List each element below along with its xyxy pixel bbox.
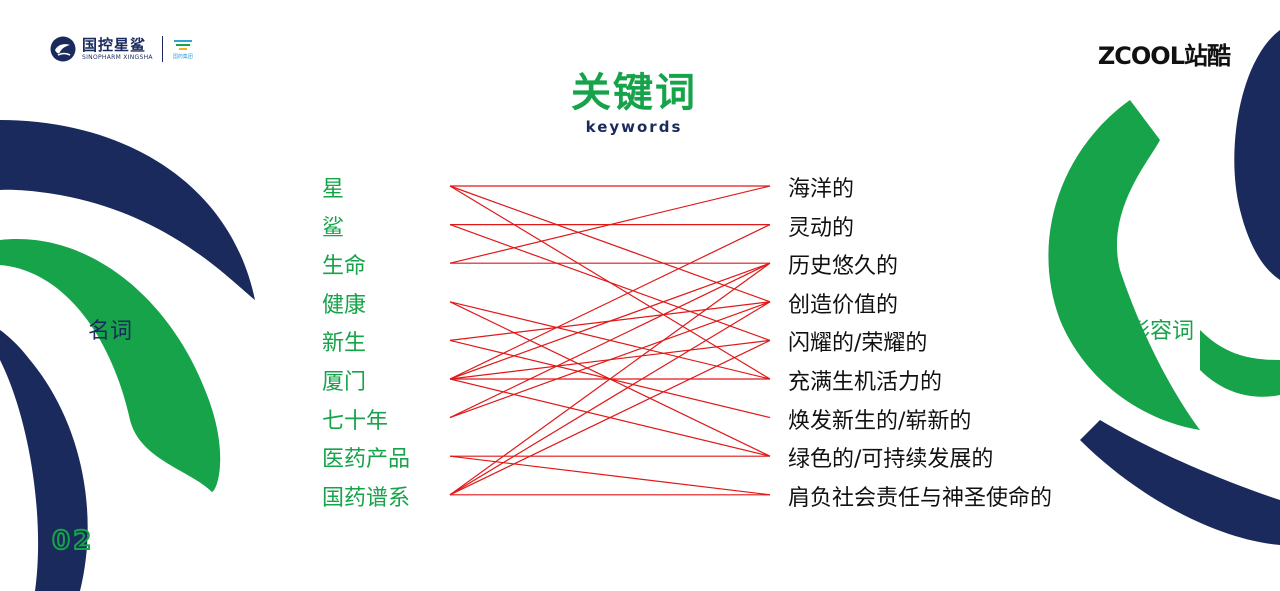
connection-line [449, 185, 771, 303]
connection-line [449, 301, 771, 419]
adjectives-label: 形容词 [1128, 319, 1195, 344]
connection-line [449, 262, 771, 419]
adjective-item: 充满生机活力的 [788, 370, 943, 395]
navy-ribbon-right-top [1234, 30, 1280, 280]
page-title: 关键词 [571, 70, 697, 116]
brand-name: 国控星鲨 [82, 35, 147, 54]
navy-ribbon-right-bottom [1080, 420, 1280, 545]
noun-item: 厦门 [322, 370, 367, 395]
connection-line [449, 262, 771, 380]
brand-text: 国控星鲨 SINOPHARM XINGSHA [82, 35, 153, 62]
brand-logo: 国控星鲨 SINOPHARM XINGSHA 国药集团 [50, 36, 194, 62]
navy-ribbon-left-bottom [0, 330, 88, 591]
connection-line [449, 455, 771, 496]
connection-line [449, 224, 771, 341]
page-number: 02 [51, 525, 95, 557]
sinopharm-logo-icon [173, 40, 192, 50]
nouns-label: 名词 [88, 319, 133, 344]
connection-line [449, 262, 771, 496]
navy-ribbon-left [0, 120, 255, 300]
noun-item: 健康 [322, 292, 367, 318]
sub-brand-logo: 国药集团 [172, 38, 194, 60]
brand-divider [161, 36, 163, 62]
noun-item: 生命 [322, 254, 367, 280]
noun-item: 鲨 [322, 215, 345, 241]
adjective-item: 绿色的/可持续发展的 [788, 447, 994, 473]
green-ribbon-right [1048, 100, 1200, 430]
adjective-item: 肩负社会责任与神圣使命的 [788, 485, 1053, 511]
adjective-item: 创造价值的 [788, 292, 899, 318]
connection-line [449, 339, 771, 496]
noun-item: 七十年 [322, 408, 389, 434]
connection-line [449, 301, 771, 496]
green-ribbon-left [0, 239, 221, 492]
zcool-logo: ZCOOL站酷 [1097, 42, 1231, 70]
sub-brand-name: 国药集团 [172, 54, 193, 60]
adjective-item: 海洋的 [788, 177, 855, 202]
adjective-item: 闪耀的/荣耀的 [788, 331, 928, 357]
noun-item: 国药谱系 [322, 485, 411, 511]
shark-logo-icon [50, 36, 76, 62]
adjective-item: 灵动的 [788, 215, 855, 241]
noun-item: 新生 [322, 331, 367, 357]
noun-item: 医药产品 [322, 447, 411, 473]
brand-name-en: SINOPHARM XINGSHA [82, 53, 153, 61]
adjective-item: 焕发新生的/崭新的 [788, 408, 972, 434]
connection-line [449, 224, 771, 380]
noun-item: 星 [322, 177, 345, 202]
connection-line [449, 185, 771, 264]
adjective-item: 历史悠久的 [788, 254, 899, 280]
page-subtitle: keywords [585, 118, 683, 136]
green-ribbon-right-bottom [1200, 330, 1280, 397]
